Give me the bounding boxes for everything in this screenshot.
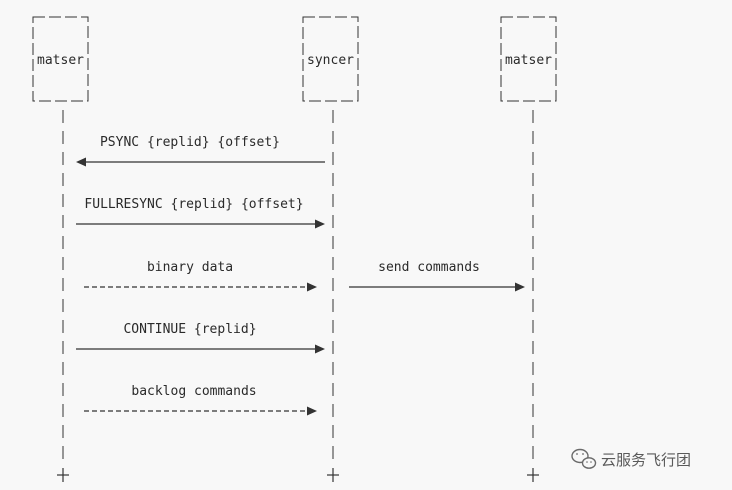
message-psync: PSYNC {replid} {offset} (76, 135, 325, 167)
arrow-head-left (76, 157, 86, 167)
message-binary-data: binary data (84, 260, 317, 292)
wechat-icon (571, 448, 597, 469)
lifeline-end-marker (327, 468, 339, 482)
message-label: backlog commands (131, 384, 256, 399)
message-backlog-commands: backlog commands (84, 384, 317, 416)
participant-label: matser (37, 53, 84, 68)
lifeline-end-marker (57, 468, 69, 482)
arrow-head-right (307, 406, 317, 416)
participant-syncer: syncer (302, 16, 359, 102)
message-label: CONTINUE {replid} (123, 322, 256, 337)
arrow-head-right (315, 344, 325, 354)
lifeline-end-marker (527, 468, 539, 482)
message-fullresync: FULLRESYNC {replid} {offset} (76, 197, 325, 229)
participant-matser-right: matser (500, 16, 557, 102)
message-send-commands: send commands (349, 260, 525, 292)
message-label: binary data (147, 260, 233, 275)
watermark-text: 云服务飞行团 (601, 451, 691, 469)
participant-label: syncer (307, 53, 354, 68)
arrow-head-right (515, 282, 525, 292)
message-label: PSYNC {replid} {offset} (100, 135, 280, 150)
arrow-head-right (315, 219, 325, 229)
message-label: FULLRESYNC {replid} {offset} (84, 197, 303, 212)
message-label: send commands (378, 260, 480, 275)
participant-matser-left: matser (32, 16, 89, 102)
participant-label: matser (505, 53, 552, 68)
arrow-head-right (307, 282, 317, 292)
watermark: 云服务飞行团 (571, 448, 691, 469)
message-continue: CONTINUE {replid} (76, 322, 325, 354)
